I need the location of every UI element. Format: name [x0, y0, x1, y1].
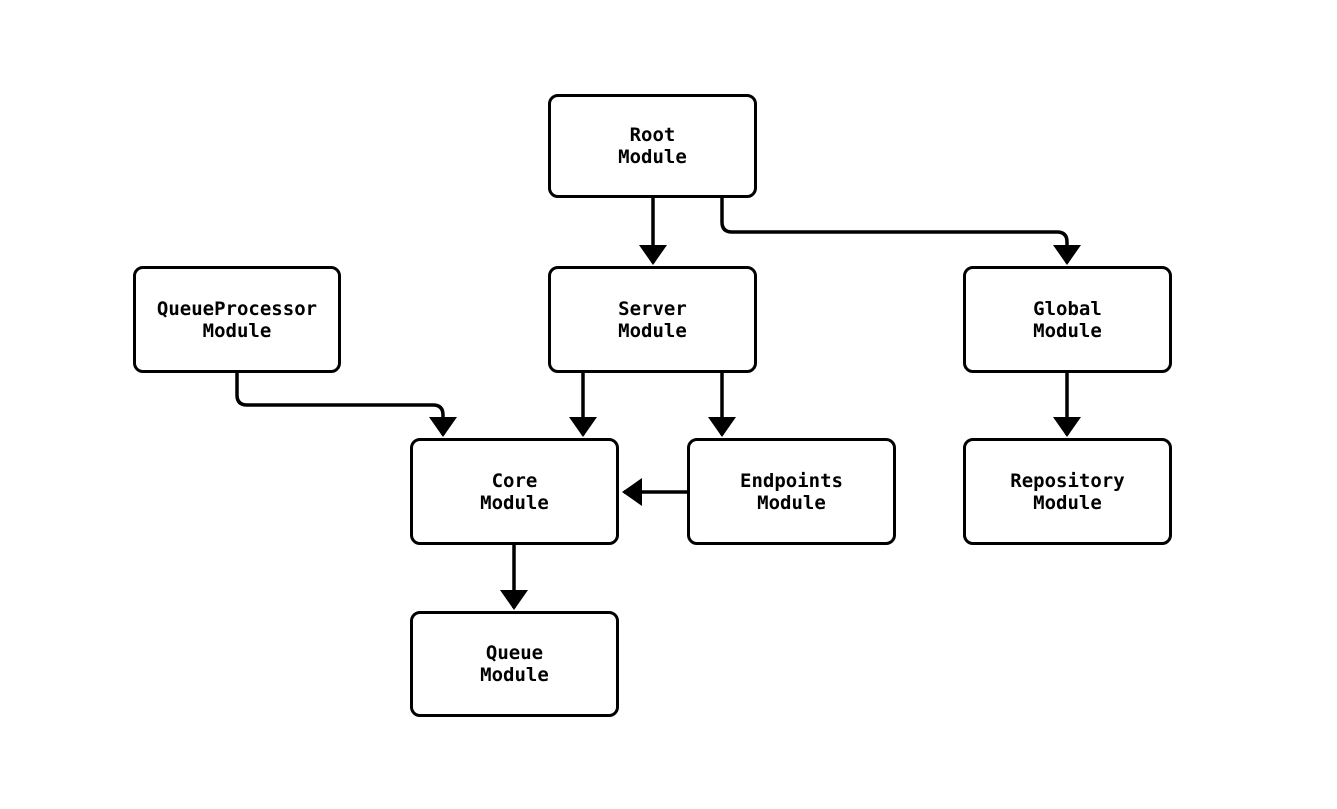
edge-root-to-global	[720, 198, 1081, 265]
node-label-line: Root	[629, 124, 676, 146]
node-label-line: Endpoints	[740, 469, 843, 492]
node-root-module: Root Module	[548, 94, 757, 198]
node-endpoints-module: Endpoints Module	[687, 438, 896, 545]
node-label-line: Module	[480, 491, 549, 514]
node-label-line: Repository	[1010, 469, 1125, 492]
node-label-line: Module	[618, 146, 687, 168]
node-label-line: Module	[1033, 319, 1102, 342]
node-repository-module: Repository Module	[963, 438, 1172, 545]
node-label-line: Module	[1033, 491, 1102, 514]
node-label-line: Module	[480, 664, 549, 686]
edge-queueprocessor-to-core	[235, 373, 457, 437]
node-global-module: Global Module	[963, 266, 1172, 373]
node-queue-module: Queue Module	[410, 611, 619, 717]
node-label-line: Queue	[485, 642, 544, 664]
node-label-line: Server	[618, 297, 687, 320]
node-label-line: Module	[618, 319, 687, 342]
node-queueprocessor-module: QueueProcessor Module	[133, 266, 341, 373]
node-label-line: Global	[1033, 297, 1102, 320]
node-label-line: Module	[202, 319, 272, 342]
node-label-line: Core	[491, 469, 538, 492]
node-label-line: QueueProcessor	[156, 297, 318, 320]
node-core-module: Core Module	[410, 438, 619, 545]
node-label-line: Module	[757, 491, 826, 514]
node-server-module: Server Module	[548, 266, 757, 373]
